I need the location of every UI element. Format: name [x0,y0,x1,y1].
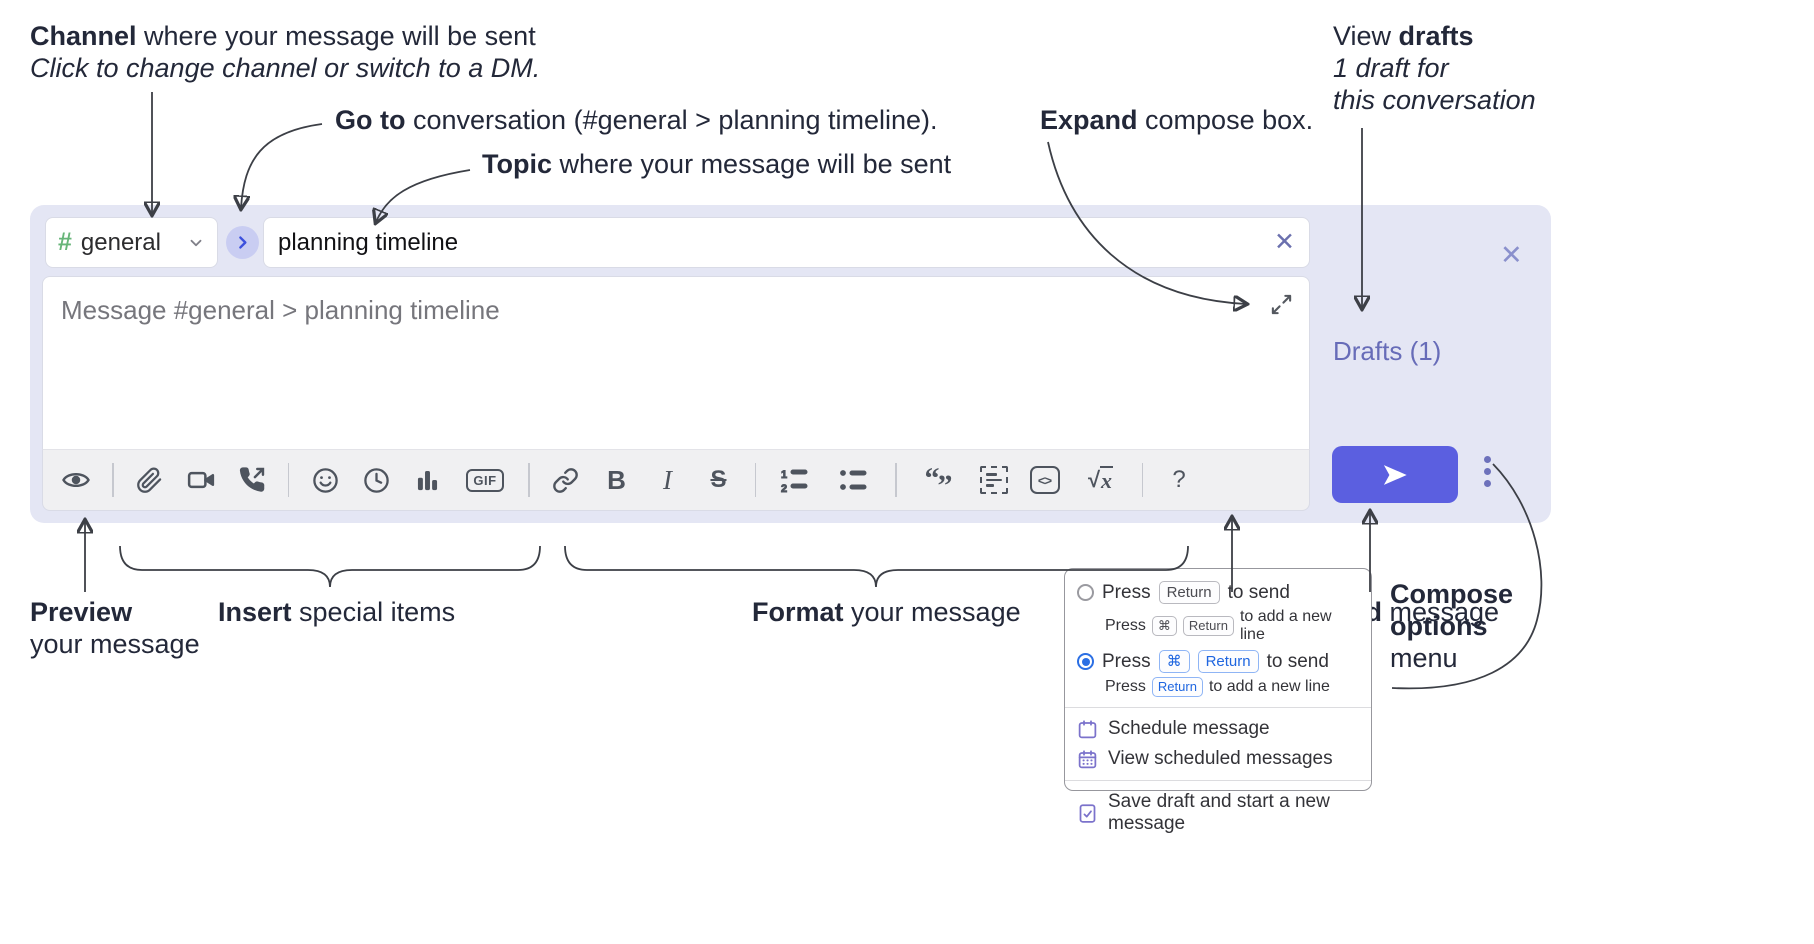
return-keycap: Return [1151,677,1203,697]
svg-text:2: 2 [781,483,787,494]
drafts-link[interactable]: Drafts (1) [1333,336,1442,366]
return-keycap: Return [1197,650,1259,673]
attach-paperclip-icon[interactable] [135,463,165,497]
emoji-smiley-icon[interactable] [310,463,340,497]
popup-divider [1065,707,1371,708]
chevron-right-icon [239,236,247,249]
toolbar-divider [754,463,756,497]
channel-hash-icon: # [58,228,72,256]
cmd-keycap: ⌘ [1151,616,1177,636]
compose-options-menu-button[interactable] [1480,452,1495,491]
math-icon[interactable]: √x [1087,466,1114,493]
help-icon[interactable]: ? [1172,466,1186,493]
schedule-clock-icon[interactable] [361,463,391,497]
goto-annotation: Go to conversation (#general > planning … [335,105,938,135]
poll-chart-icon[interactable] [412,463,442,497]
radio-selected-icon[interactable] [1077,653,1094,670]
toolbar-divider [1141,463,1143,497]
topic-field: ✕ [263,217,1310,268]
preview-annotation: Preview your message [30,597,200,659]
preview-eye-icon[interactable] [61,463,91,497]
calendar-icon [1078,719,1097,738]
link-icon[interactable] [551,463,581,497]
audio-call-icon[interactable] [237,463,267,497]
option-cmd-return-to-send[interactable]: Press ⌘ Return to send [1065,648,1371,675]
radio-unselected-icon[interactable] [1077,584,1094,601]
popup-divider [1065,780,1371,781]
option-return-subtext: Press ⌘ Return to add a new line [1105,608,1332,643]
topic-annotation: Topic where your message will be sent [482,149,952,179]
goto-conversation-button[interactable] [226,226,259,259]
message-input[interactable]: Message #general > planning timeline [42,276,1310,449]
message-placeholder: Message #general > planning timeline [61,295,500,325]
send-paper-plane-icon [1383,464,1407,485]
code-block-icon[interactable] [979,463,1009,497]
channel-selector[interactable]: # general [45,217,218,268]
toolbar-divider [528,463,530,497]
toolbar-divider [287,463,289,497]
insert-annotation: Insert special items [218,597,456,627]
video-call-icon[interactable] [186,463,216,497]
option-return-to-send[interactable]: Press Return to send [1065,579,1371,606]
insert-brace [119,545,541,588]
quote-icon[interactable]: “” [924,462,953,502]
bulleted-list-icon[interactable] [836,463,874,497]
view-drafts-annotation: View drafts 1 draft for this conversatio… [1333,21,1536,115]
toolbar-divider [895,463,897,497]
format-annotation: Format your message [752,597,1021,627]
svg-text:1: 1 [781,469,787,481]
chevron-down-icon [190,239,202,246]
return-keycap: Return [1182,616,1234,636]
gif-icon[interactable]: GIF [463,463,507,497]
calendar-grid-icon [1078,749,1097,768]
goto-connector-curve [241,123,323,208]
send-button[interactable] [1332,446,1458,503]
italic-icon[interactable]: I [663,464,672,495]
return-keycap: Return [1158,581,1220,604]
clear-topic-icon[interactable]: ✕ [1274,228,1295,256]
cmd-keycap: ⌘ [1158,650,1190,673]
view-scheduled-messages-item[interactable]: View scheduled messages [1065,744,1371,774]
option-cmd-return-subtext: Press Return to add a new line [1105,677,1330,697]
compose-box: # general ✕ Message #general > planning … [30,205,1551,523]
save-draft-item[interactable]: Save draft and start a new message [1065,787,1371,839]
schedule-message-item[interactable]: Schedule message [1065,714,1371,744]
topic-input[interactable] [278,228,1275,257]
close-compose-icon[interactable]: ✕ [1500,240,1523,270]
compose-options-annotation: Compose options menu [1390,579,1514,673]
expand-compose-icon[interactable] [1270,293,1293,321]
toolbar-divider [112,463,114,497]
compose-options-popup: Press Return to send Press ⌘ Return to a… [1064,568,1372,834]
save-draft-icon [1079,803,1096,823]
expand-annotation: Expand compose box. [1040,105,1314,135]
strikethrough-icon[interactable]: S [710,466,727,493]
channel-annotation: Channel where your message will be sent … [30,21,541,83]
inline-code-icon[interactable]: <> [1029,463,1060,497]
channel-name: general [80,228,161,256]
bold-icon[interactable]: B [607,464,626,495]
